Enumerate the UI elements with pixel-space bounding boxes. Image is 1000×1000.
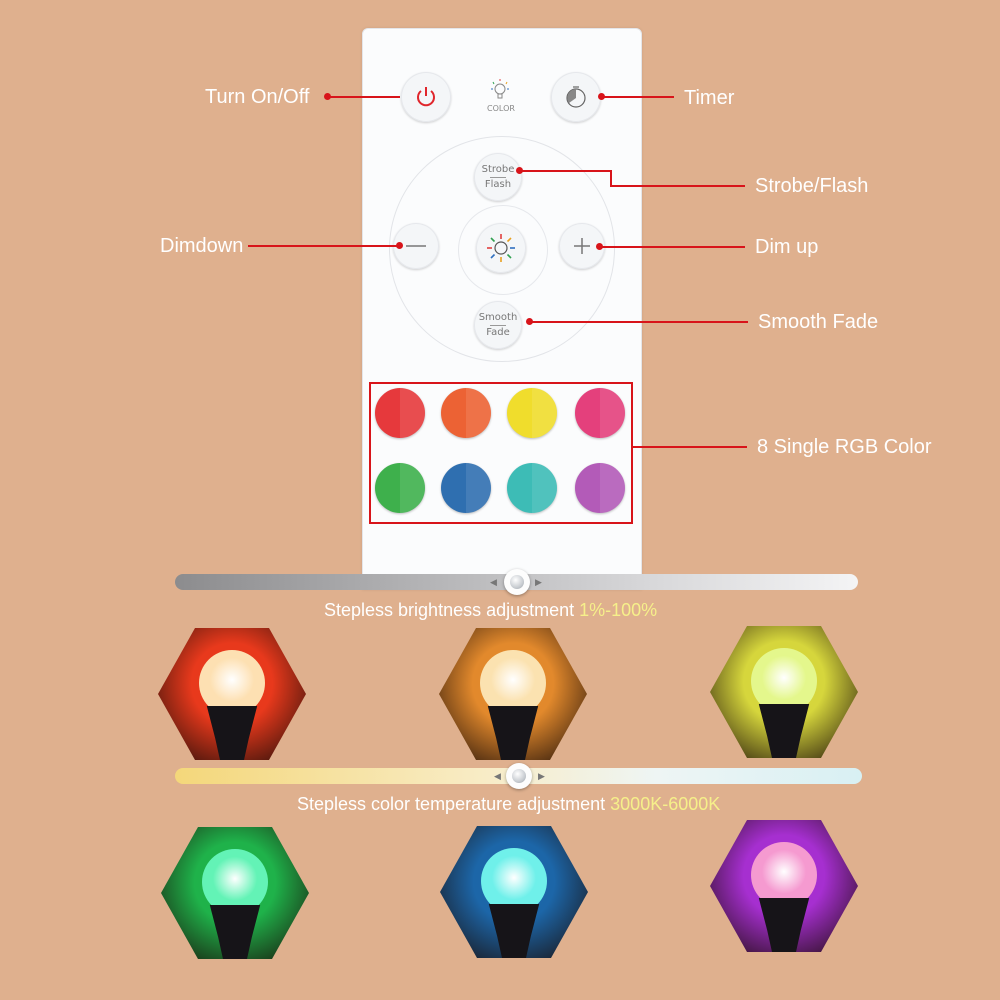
temperature-knob[interactable] (505, 763, 532, 789)
strobe-line-c (610, 185, 745, 187)
smooth-fade-label: Smooth Fade (758, 311, 879, 333)
bulb-card (440, 826, 588, 958)
bulb-icon (481, 848, 547, 914)
strobe-flash-label: Strobe/Flash (755, 175, 869, 197)
brightness-caption: Stepless brightness adjustment 1%-100% (324, 600, 657, 620)
rgb-highlight-frame (369, 382, 633, 524)
timer-line (602, 96, 674, 98)
brightness-right-arrow: ▶ (535, 577, 542, 587)
bulb-card (158, 628, 306, 760)
brightness-knob[interactable] (503, 569, 530, 595)
dimdown-dot (396, 242, 403, 249)
bulb-card (439, 628, 587, 760)
dim-up-label: Dim up (755, 236, 819, 258)
sun-color-icon (487, 234, 515, 262)
swatch-red[interactable] (375, 388, 425, 438)
strobe-line-b (610, 170, 612, 187)
minus-icon (406, 245, 426, 247)
bulb-color-icon (491, 79, 509, 99)
turn-onoff-line (328, 96, 400, 98)
strobe-line-a (520, 170, 612, 172)
temperature-left-arrow: ◀ (494, 771, 501, 781)
brightness-caption-text: Stepless brightness adjustment (324, 600, 580, 620)
smooth-fade-button[interactable]: Smooth Fade (474, 301, 522, 349)
power-button[interactable] (401, 72, 451, 122)
smooth-fade-dot (526, 318, 533, 325)
swatch-cyan[interactable] (507, 463, 557, 513)
control-ring (389, 136, 615, 362)
strobe-text: Strobe (481, 163, 515, 175)
bulb-icon (480, 650, 546, 716)
turn-onoff-label: Turn On/Off (205, 86, 310, 108)
dimdown-label: Dimdown (160, 235, 244, 257)
temperature-range: 3000K-6000K (610, 794, 721, 814)
swatch-pink[interactable] (575, 388, 625, 438)
plus-icon (574, 238, 590, 254)
temperature-right-arrow: ▶ (538, 771, 545, 781)
fade-text: Fade (486, 326, 510, 338)
timer-label: Timer (684, 87, 735, 109)
power-icon (417, 87, 435, 107)
temperature-caption: Stepless color temperature adjustment 30… (297, 794, 720, 814)
swatch-yellow[interactable] (507, 388, 557, 438)
dimdown-line (248, 245, 400, 247)
swatch-blue[interactable] (441, 463, 491, 513)
swatch-orange[interactable] (441, 388, 491, 438)
brightness-left-arrow: ◀ (490, 577, 497, 587)
swatch-purple[interactable] (575, 463, 625, 513)
brightness-center-button[interactable] (476, 223, 526, 273)
smooth-fade-line (530, 321, 748, 323)
timer-button[interactable] (551, 72, 601, 122)
flash-text: Flash (484, 178, 512, 190)
rgb-line (631, 446, 747, 448)
timer-icon (566, 86, 586, 108)
center-ring (458, 205, 548, 295)
brightness-range: 1%-100% (579, 600, 658, 620)
dim-up-line (600, 246, 745, 248)
bulb-icon (199, 650, 265, 716)
temperature-caption-text: Stepless color temperature adjustment (297, 794, 611, 814)
strobe-dot (516, 167, 523, 174)
color-label: COLOR (487, 104, 515, 113)
bulb-icon (202, 849, 268, 915)
bulb-card (161, 827, 309, 959)
rgb-label: 8 Single RGB Color (757, 436, 932, 458)
strobe-flash-button[interactable]: Strobe Flash (474, 153, 522, 201)
bulb-icon (751, 648, 817, 714)
timer-dot (598, 93, 605, 100)
smooth-text: Smooth (478, 311, 518, 323)
dim-up-dot (596, 243, 603, 250)
swatch-green[interactable] (375, 463, 425, 513)
bulb-card (710, 626, 858, 758)
turn-onoff-dot (324, 93, 331, 100)
bulb-icon (751, 842, 817, 908)
bulb-card (710, 820, 858, 952)
